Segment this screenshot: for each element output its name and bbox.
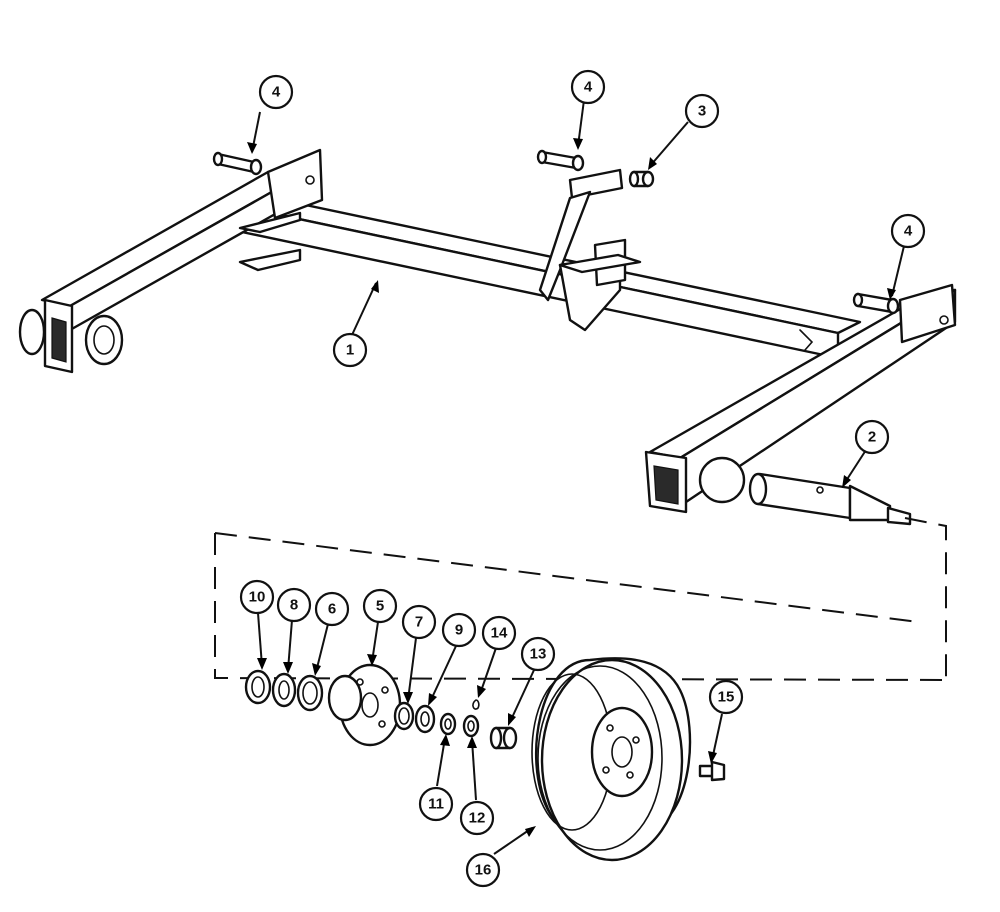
callout-label: 15 [718,689,735,706]
callout-12: 12 [459,800,495,836]
callout-label: 4 [272,84,281,101]
callout-label: 4 [584,79,593,96]
nut [462,714,480,738]
bearing-cup-inner [393,701,415,731]
callout-14: 14 [481,615,517,651]
dust-cap [489,726,518,750]
callout-1: 1 [332,332,368,368]
callout-label: 12 [469,810,486,827]
callout-label: 13 [530,646,547,663]
callout-label: 1 [346,342,354,359]
callout-label: 11 [428,796,444,813]
callout-label: 7 [415,614,423,631]
assembly-outline [214,517,947,681]
washer [439,712,457,736]
callout-label: 8 [290,597,298,614]
callout-7: 7 [401,604,437,640]
pin-left [212,151,263,176]
callout-label: 9 [455,622,463,639]
callout-13: 13 [520,636,556,672]
hub [327,663,402,747]
bearing-cone-inner [414,704,436,734]
main-frame [18,148,957,514]
callout-label: 14 [491,625,508,642]
callout-4-center: 4 [570,69,606,105]
callout-label: 10 [249,589,266,606]
callout-label: 5 [376,598,384,615]
callout-16: 16 [465,852,501,888]
callout-label: 2 [868,429,876,446]
callout-3: 3 [684,93,720,129]
callout-4-right: 4 [890,213,926,249]
callout-10: 10 [239,579,275,615]
callout-9: 9 [441,612,477,648]
cotter-pin [472,699,480,710]
wheel-bolt [698,760,726,782]
bearing-cone-outer [271,672,297,708]
pin-center [536,149,585,172]
callout-8: 8 [276,587,312,623]
callout-4-left: 4 [258,74,294,110]
pin-right [852,292,900,315]
bushing [628,170,655,188]
callout-5: 5 [362,588,398,624]
callout-label: 4 [904,223,913,240]
callout-label: 16 [475,862,492,879]
spindle [748,472,912,526]
callout-label: 3 [698,103,706,120]
seal [244,669,272,705]
wheel-rim [531,657,692,862]
callout-2: 2 [854,419,890,455]
callout-11: 11 [418,786,454,822]
callout-15: 15 [708,679,744,715]
leader-lines [247,99,905,855]
bearing-cup-outer [296,674,324,712]
callout-6: 6 [314,591,350,627]
callout-label: 6 [328,601,336,618]
